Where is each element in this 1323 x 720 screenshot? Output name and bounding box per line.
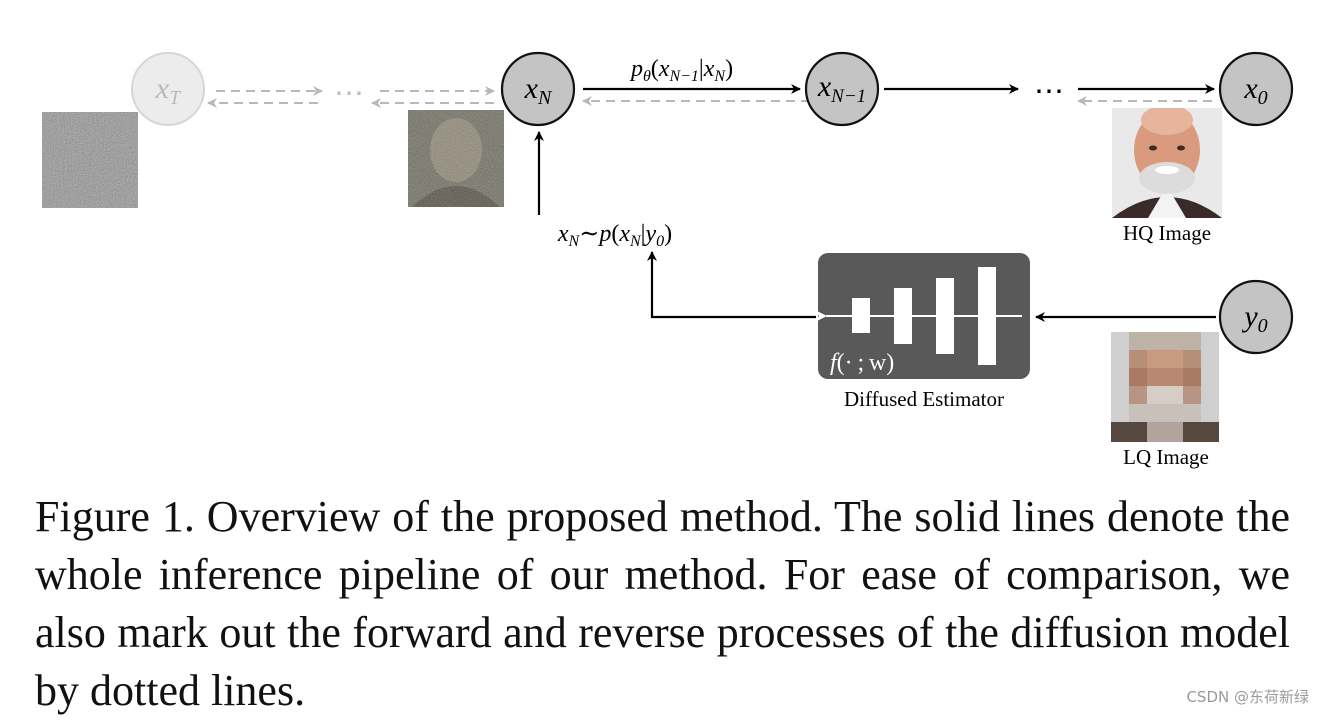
pure-noise-image [42, 112, 138, 208]
hq-image-caption: HQ Image [1123, 221, 1211, 245]
node-x-T-subscript: T [169, 87, 182, 109]
node-x-N-minus-1: xN−1 [804, 51, 880, 127]
estimator-layer-2 [894, 288, 912, 344]
svg-text:xN−1: xN−1 [817, 70, 866, 107]
estimator-layer-3 [936, 278, 954, 354]
lq-image-caption: LQ Image [1123, 445, 1209, 469]
node-x-N-minus-1-base: x [817, 70, 832, 103]
noisy-face-image [408, 110, 504, 207]
svg-text:xN: xN [524, 72, 553, 109]
svg-text:xT: xT [155, 72, 182, 109]
hq-face-image [1112, 108, 1222, 218]
estimator-caption: Diffused Estimator [844, 387, 1004, 411]
estimator-layer-4 [978, 267, 996, 365]
gray-ellipsis: ⋯ [334, 77, 364, 110]
svg-text:x0: x0 [1243, 72, 1267, 109]
figure-caption: Figure 1. Overview of the proposed metho… [35, 492, 1290, 715]
sampling-label: xN∼p(xN|y0) [557, 221, 672, 250]
node-x-N-subscript: N [537, 87, 553, 109]
diffused-estimator-box: f(· ; w) [815, 253, 1030, 379]
node-x-0-base: x [1243, 72, 1258, 105]
node-x-T-base: x [155, 72, 170, 105]
inference-solid-arrows [534, 84, 1216, 322]
node-x-0: x0 [1218, 51, 1294, 127]
method-overview-diagram: ⋯ ⋯ xT xN xN−1 x0 y0 [42, 51, 1294, 469]
node-y-0-subscript: 0 [1258, 315, 1268, 337]
watermark: CSDN @东荷新绿 [1186, 688, 1309, 706]
estimator-layer-1 [852, 298, 870, 333]
node-x-N-base: x [524, 72, 539, 105]
node-x-N: xN [500, 51, 576, 127]
reverse-transition-label: pθ(xN−1|xN) [629, 56, 733, 85]
node-y-0-base: y [1241, 300, 1258, 333]
node-y-0: y0 [1218, 279, 1294, 355]
black-ellipsis: ⋯ [1034, 75, 1064, 108]
svg-text:y0: y0 [1241, 300, 1267, 337]
estimator-function-label: f(· ; w) [830, 350, 894, 376]
node-x-0-subscript: 0 [1258, 87, 1268, 109]
lq-pixelated-image [1111, 332, 1219, 442]
node-x-N-minus-1-subscript: N−1 [830, 86, 866, 107]
node-x-T: xT [131, 52, 205, 126]
